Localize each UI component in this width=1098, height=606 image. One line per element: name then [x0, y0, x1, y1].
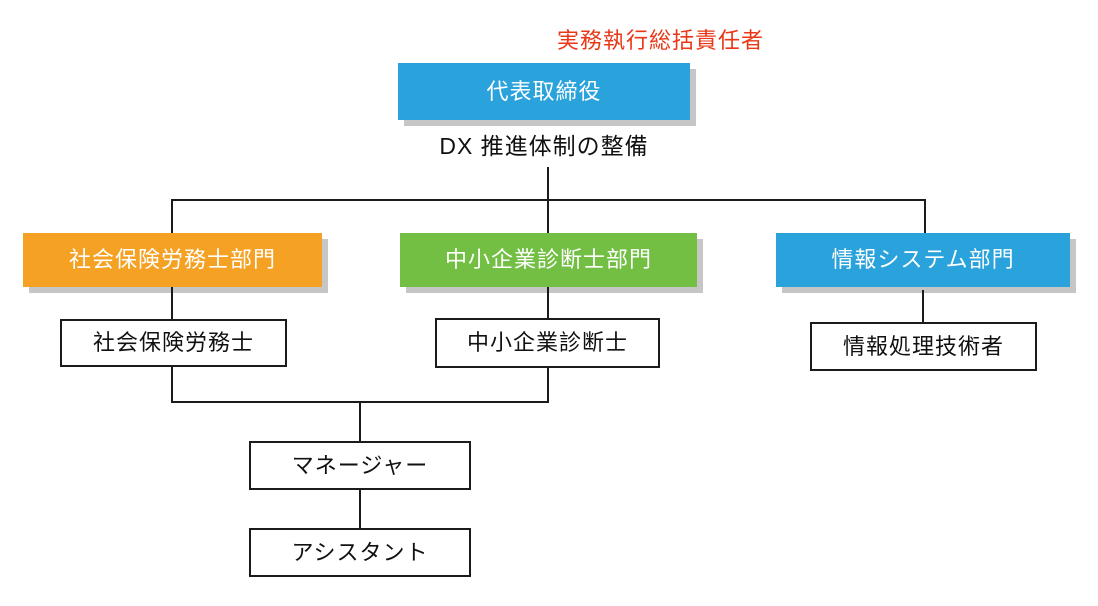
dx-subtitle-label: DX 推進体制の整備: [439, 133, 649, 159]
dept-box-labor-insurance: 社会保険労務士部門: [23, 233, 322, 287]
staff-box-sme-consultant: 中小企業診断士: [435, 318, 660, 368]
manager-box: マネージャー: [249, 441, 471, 490]
staff-box-labor-attorney: 社会保険労務士: [60, 319, 287, 367]
connector-to-manager: [359, 401, 361, 441]
dept-box-information-systems: 情報システム部門: [776, 233, 1070, 287]
connector-labor-staff: [171, 287, 173, 319]
connector-manager-assistant: [359, 490, 361, 528]
dept-box-sme-consultant: 中小企業診断士部門: [400, 233, 697, 287]
connector-sme-to-rail: [547, 368, 549, 403]
staff-box-it-engineer: 情報処理技術者: [810, 322, 1037, 371]
connector-drop-center: [547, 199, 549, 233]
executive-responsibility-label: 実務執行総括責任者: [557, 28, 765, 53]
connector-drop-left: [171, 199, 173, 233]
assistant-box: アシスタント: [249, 528, 471, 577]
connector-drop-right: [924, 199, 926, 233]
ceo-box: 代表取締役: [398, 63, 690, 120]
connector-sme-staff: [547, 287, 549, 318]
connector-labor-to-rail: [171, 367, 173, 403]
connector-ceo-vertical: [547, 167, 549, 201]
connector-infosys-staff: [922, 290, 924, 322]
